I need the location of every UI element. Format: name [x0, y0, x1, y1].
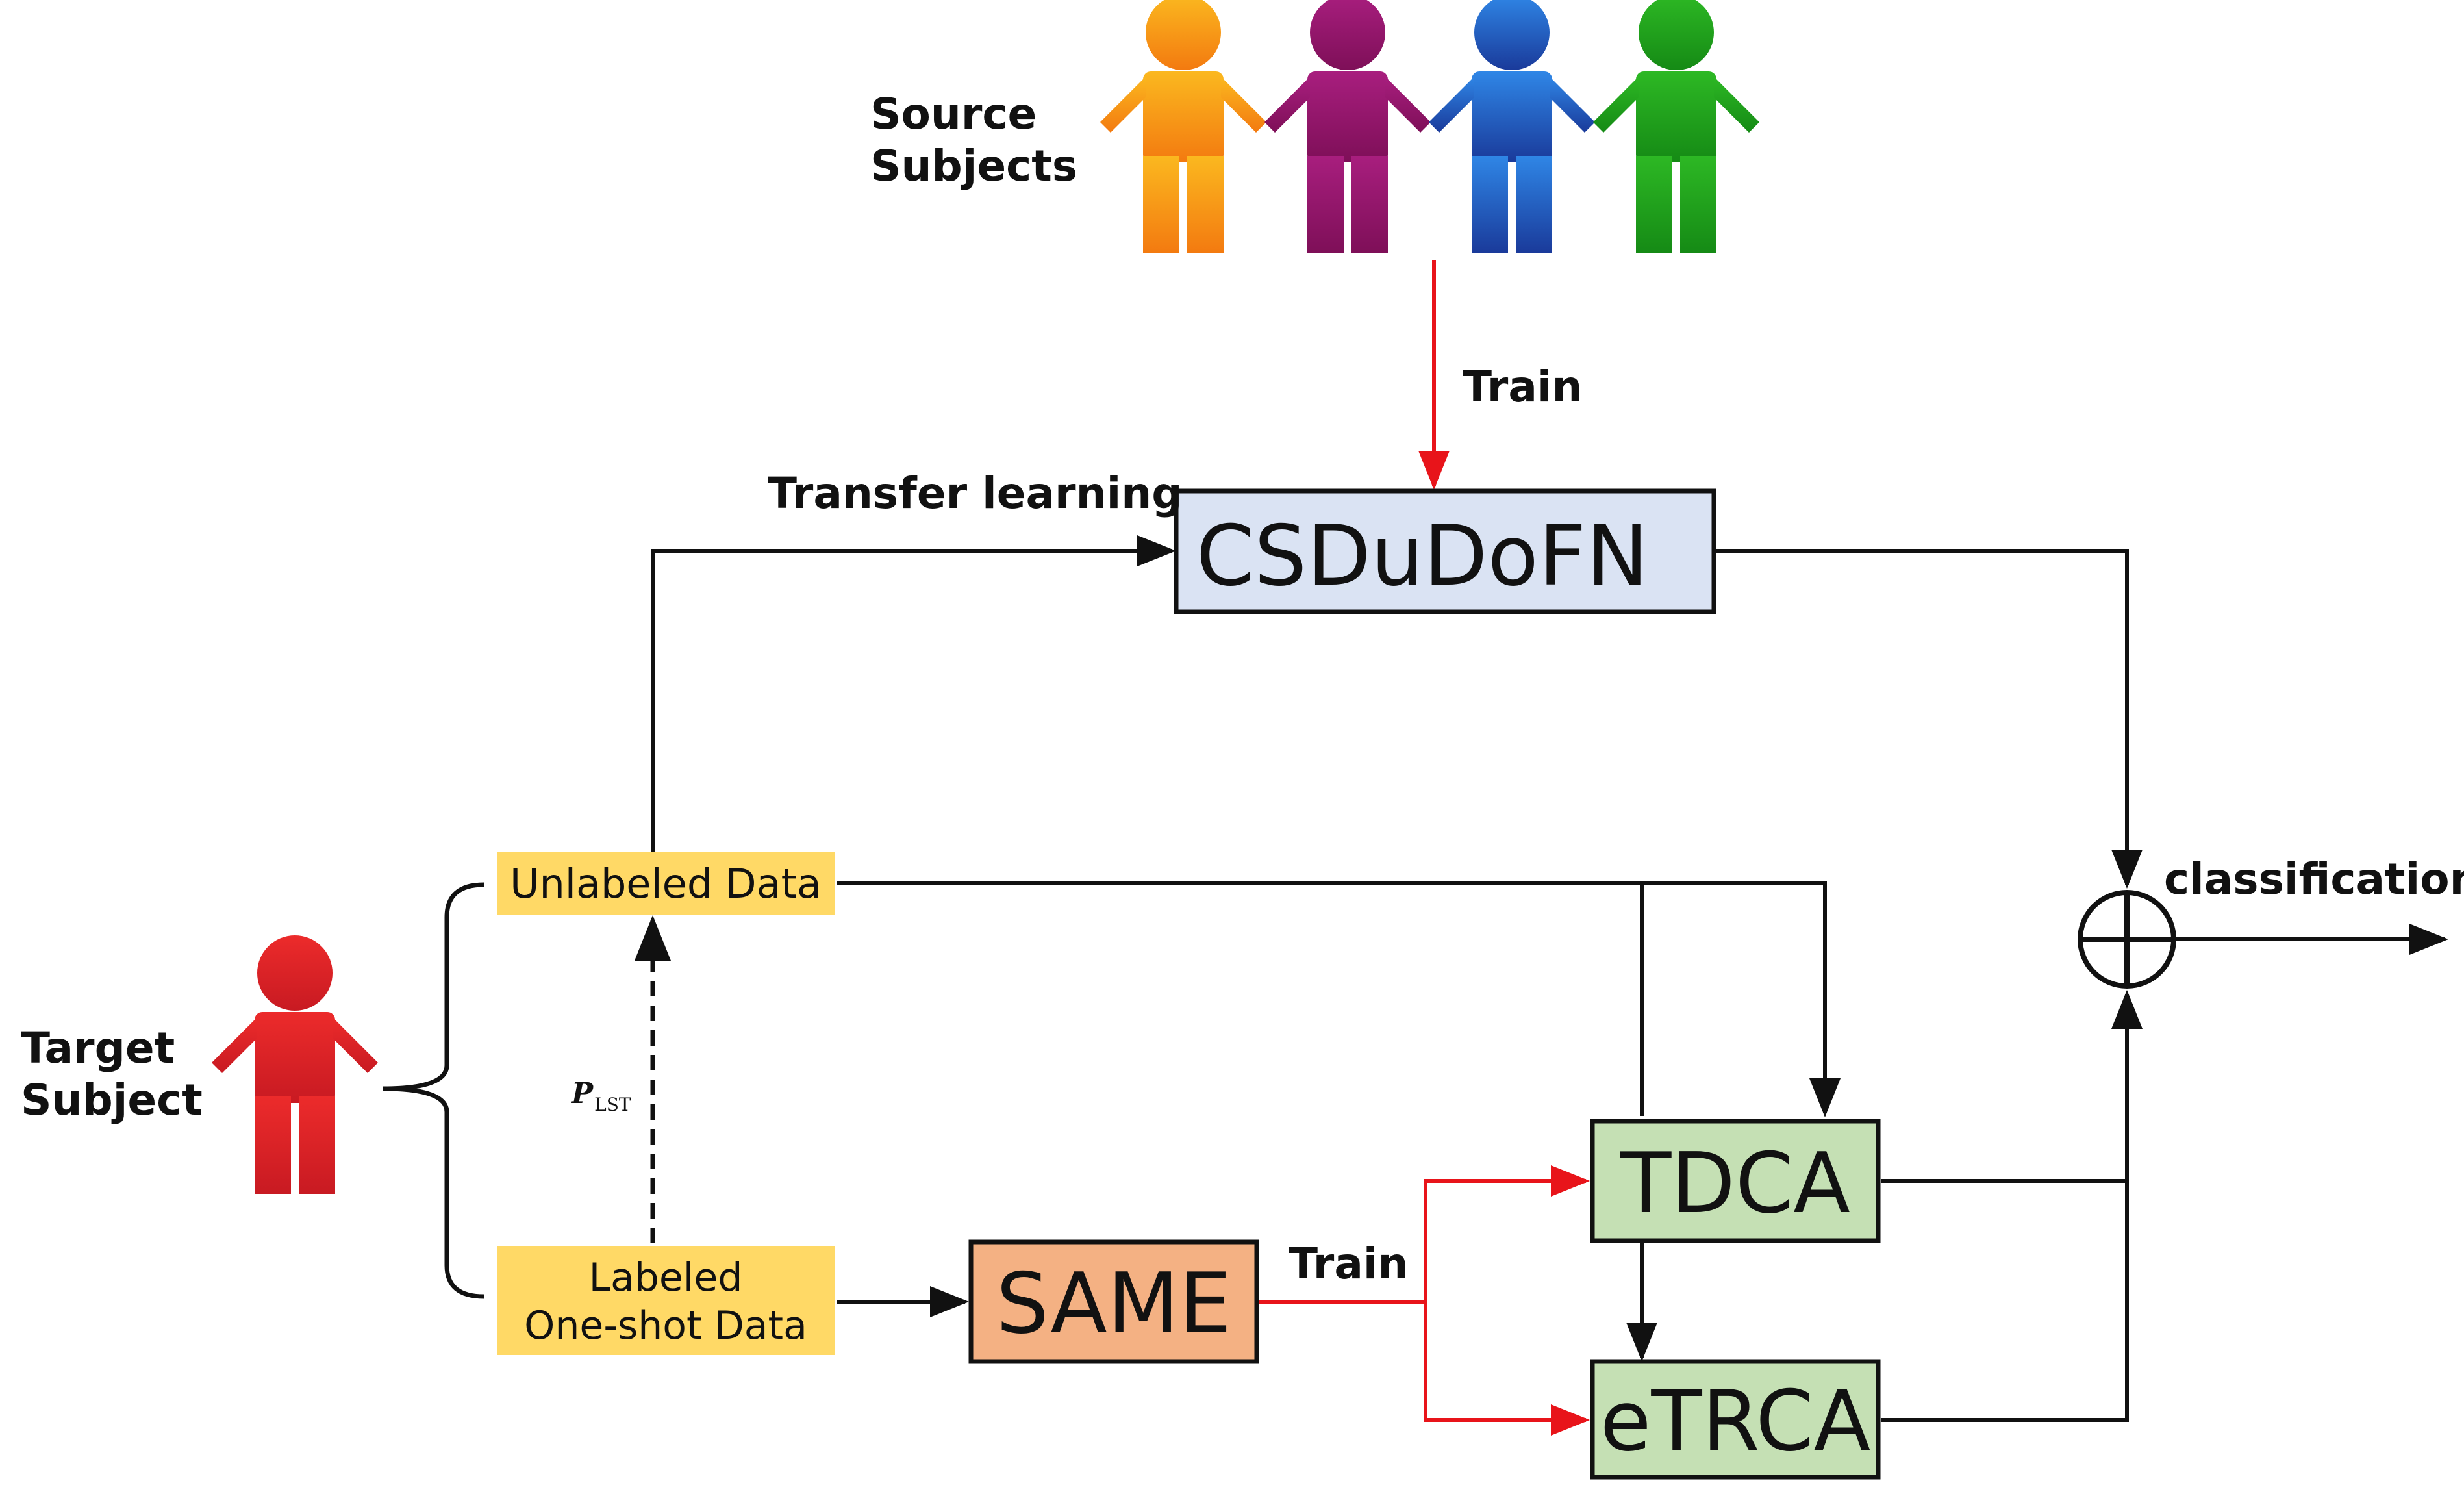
target-subject-label-line2: Subject: [21, 1075, 203, 1125]
labeled-data-label-line2: One-shot Data: [524, 1303, 807, 1349]
csdudofn-label: CSDuDoFN: [1196, 508, 1649, 605]
transfer-arrow: [651, 535, 1176, 852]
person-icon: [1429, 0, 1595, 253]
same-to-etrca-arrow: [1424, 1302, 1590, 1436]
etrca-label: eTRCA: [1600, 1373, 1870, 1470]
same-to-tdca-arrow: [1424, 1165, 1590, 1302]
person-icon: [1100, 0, 1266, 253]
etrca-box: eTRCA: [1590, 1359, 1881, 1480]
source-subjects-label-line2: Subjects: [870, 141, 1077, 191]
source-subjects-label-line1: Source: [870, 89, 1037, 139]
person-icon: [1593, 0, 1759, 253]
same-label: SAME: [996, 1256, 1232, 1352]
p-lst-label: PLST: [570, 1077, 631, 1115]
csdudofn-box: CSDuDoFN: [1174, 488, 1716, 614]
train-label-bottom: Train: [1289, 1239, 1408, 1289]
transfer-learning-label: Transfer learning: [768, 468, 1182, 518]
person-icon: [1264, 0, 1431, 253]
labeled-data-label-line1: Labeled: [589, 1255, 743, 1300]
same-box: SAME: [968, 1239, 1259, 1364]
person-icon: [212, 935, 378, 1194]
unlabeled-data-box: Unlabeled Data: [497, 852, 835, 915]
labeled-data-box: Labeled One-shot Data: [497, 1246, 835, 1355]
unlabeled-to-tdca-line: [837, 881, 1841, 1117]
circle-plus-icon: [2078, 890, 2176, 989]
tdca-box: TDCA: [1590, 1119, 1881, 1243]
source-subjects-group: [1100, 0, 1759, 253]
classification-label: classification: [2164, 854, 2464, 904]
data-split-brace: [383, 882, 484, 1299]
csdudofn-to-sum-line: [1716, 549, 2143, 889]
train-label-top: Train: [1463, 362, 1582, 412]
target-subject-label-line1: Target: [21, 1023, 175, 1073]
tdca-label: TDCA: [1620, 1135, 1850, 1232]
unlabeled-data-label: Unlabeled Data: [510, 860, 822, 907]
